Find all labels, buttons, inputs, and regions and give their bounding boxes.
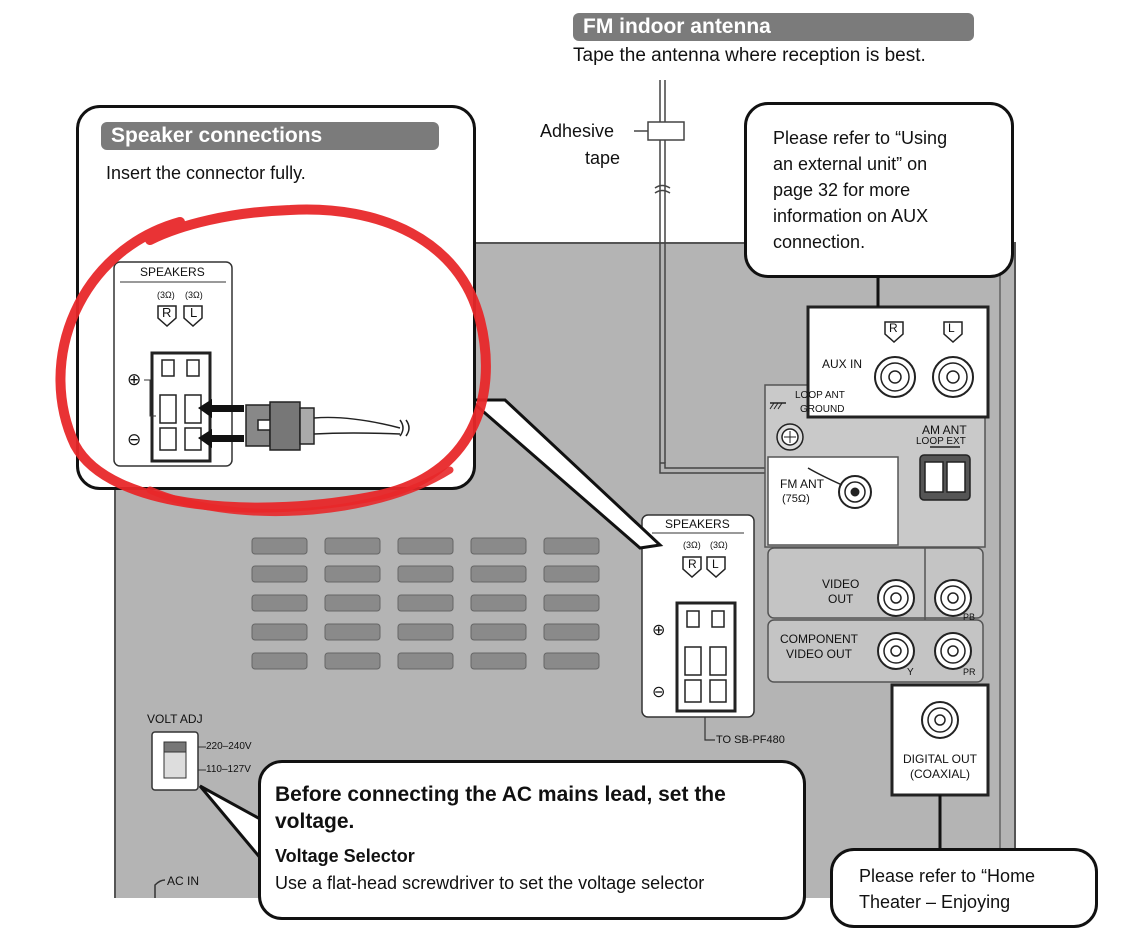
speaker-connections-title: Speaker connections <box>101 122 439 150</box>
speaker-connections-desc: Insert the connector fully. <box>106 163 306 183</box>
v220-label: 220–240V <box>206 741 252 752</box>
voltage-body: Use a flat-head screwdriver to set the v… <box>275 873 705 893</box>
tape-label: tape <box>585 148 621 168</box>
component-label-1: COMPONENT <box>780 632 858 646</box>
voltage-callout: Before connecting the AC mains lead, set… <box>258 760 806 920</box>
home-theater-line2: Theater – Enjoying <box>859 892 1011 912</box>
fm-ant-label: FM ANT <box>780 477 824 491</box>
panel-r-label: R <box>688 557 697 571</box>
digital-out-label-2: (COAXIAL) <box>910 767 971 781</box>
digital-out-box <box>890 683 990 797</box>
video-out-label-2: OUT <box>828 592 854 606</box>
voltage-subheading: Voltage Selector <box>275 846 415 866</box>
loop-ant-label: LOOP ANT <box>795 390 845 401</box>
am-ant-label: AM ANT <box>922 423 967 437</box>
aux-callout-line1: Please refer to “Using <box>773 128 948 148</box>
y-label: Y <box>907 667 914 678</box>
video-out-label-1: VIDEO <box>822 577 860 591</box>
aux-l-label: L <box>948 321 955 335</box>
panel-minus-symbol: ⊖ <box>652 684 666 701</box>
aux-callout-line5: connection. <box>773 232 866 252</box>
fm-antenna-title: FM indoor antenna <box>573 13 974 41</box>
ground-terminal <box>769 402 804 451</box>
panel-l-label: L <box>712 557 719 571</box>
fm-antenna-wire <box>634 80 810 474</box>
aux-callout-line4: information on AUX <box>773 206 929 226</box>
home-theater-callout: Please refer to “Home Theater – Enjoying <box>830 848 1098 928</box>
vent-grille <box>251 537 600 670</box>
red-highlight-circle <box>55 204 491 517</box>
diagram-stage: FM indoor antenna Tape the antenna where… <box>55 13 1098 928</box>
panel-plus-symbol: ⊕ <box>652 622 666 639</box>
fm-ant-box <box>767 456 899 546</box>
detail-minus-symbol: ⊖ <box>127 430 142 449</box>
panel-ohm-l: (3Ω) <box>710 540 728 550</box>
fm-antenna-desc: Tape the antenna where reception is best… <box>573 45 926 66</box>
ground-label: GROUND <box>800 404 845 415</box>
pb-label: PB <box>963 612 976 622</box>
video-jacks <box>877 579 972 739</box>
adhesive-label: Adhesive <box>540 121 615 141</box>
pr-label: PR <box>963 667 976 677</box>
fm-ant-jack <box>807 467 872 509</box>
home-theater-line1: Please refer to “Home <box>859 866 1036 886</box>
to-sb-label: TO SB-PF480 <box>716 734 785 746</box>
aux-r-label: R <box>889 321 898 335</box>
ac-in-label: AC IN <box>167 874 200 888</box>
detail-r-label: R <box>162 305 172 320</box>
detail-ohm-r: (3Ω) <box>157 290 175 300</box>
volt-adj-label: VOLT ADJ <box>147 712 203 726</box>
v110-label: 110–127V <box>206 764 251 775</box>
aux-in-label: AUX IN <box>822 357 863 371</box>
detail-ohm-l: (3Ω) <box>185 290 203 300</box>
aux-callout-line3: page 32 for more <box>773 180 911 200</box>
aux-callout-line2: an external unit” on <box>773 154 928 174</box>
detail-l-label: L <box>190 305 198 320</box>
detail-plus-symbol: ⊕ <box>127 370 142 389</box>
panel-speakers-label: SPEAKERS <box>665 517 730 531</box>
component-label-2: VIDEO OUT <box>786 647 853 661</box>
aux-jacks <box>874 321 974 398</box>
speaker-terminal-detail <box>113 261 410 467</box>
aux-callout: Please refer to “Using an external unit”… <box>744 102 1014 278</box>
digital-out-label-1: DIGITAL OUT <box>903 752 978 766</box>
am-ant-terminal <box>919 446 971 501</box>
loop-ext-label: LOOP EXT <box>916 436 966 447</box>
voltage-selector <box>151 731 206 791</box>
voltage-heading-1: Before connecting the AC mains lead, set… <box>275 783 726 806</box>
detail-speakers-label: SPEAKERS <box>140 265 205 279</box>
panel-ohm-r: (3Ω) <box>683 540 701 550</box>
voltage-heading-2: voltage. <box>275 810 355 833</box>
fm-ohm-label: (75Ω) <box>782 493 810 505</box>
